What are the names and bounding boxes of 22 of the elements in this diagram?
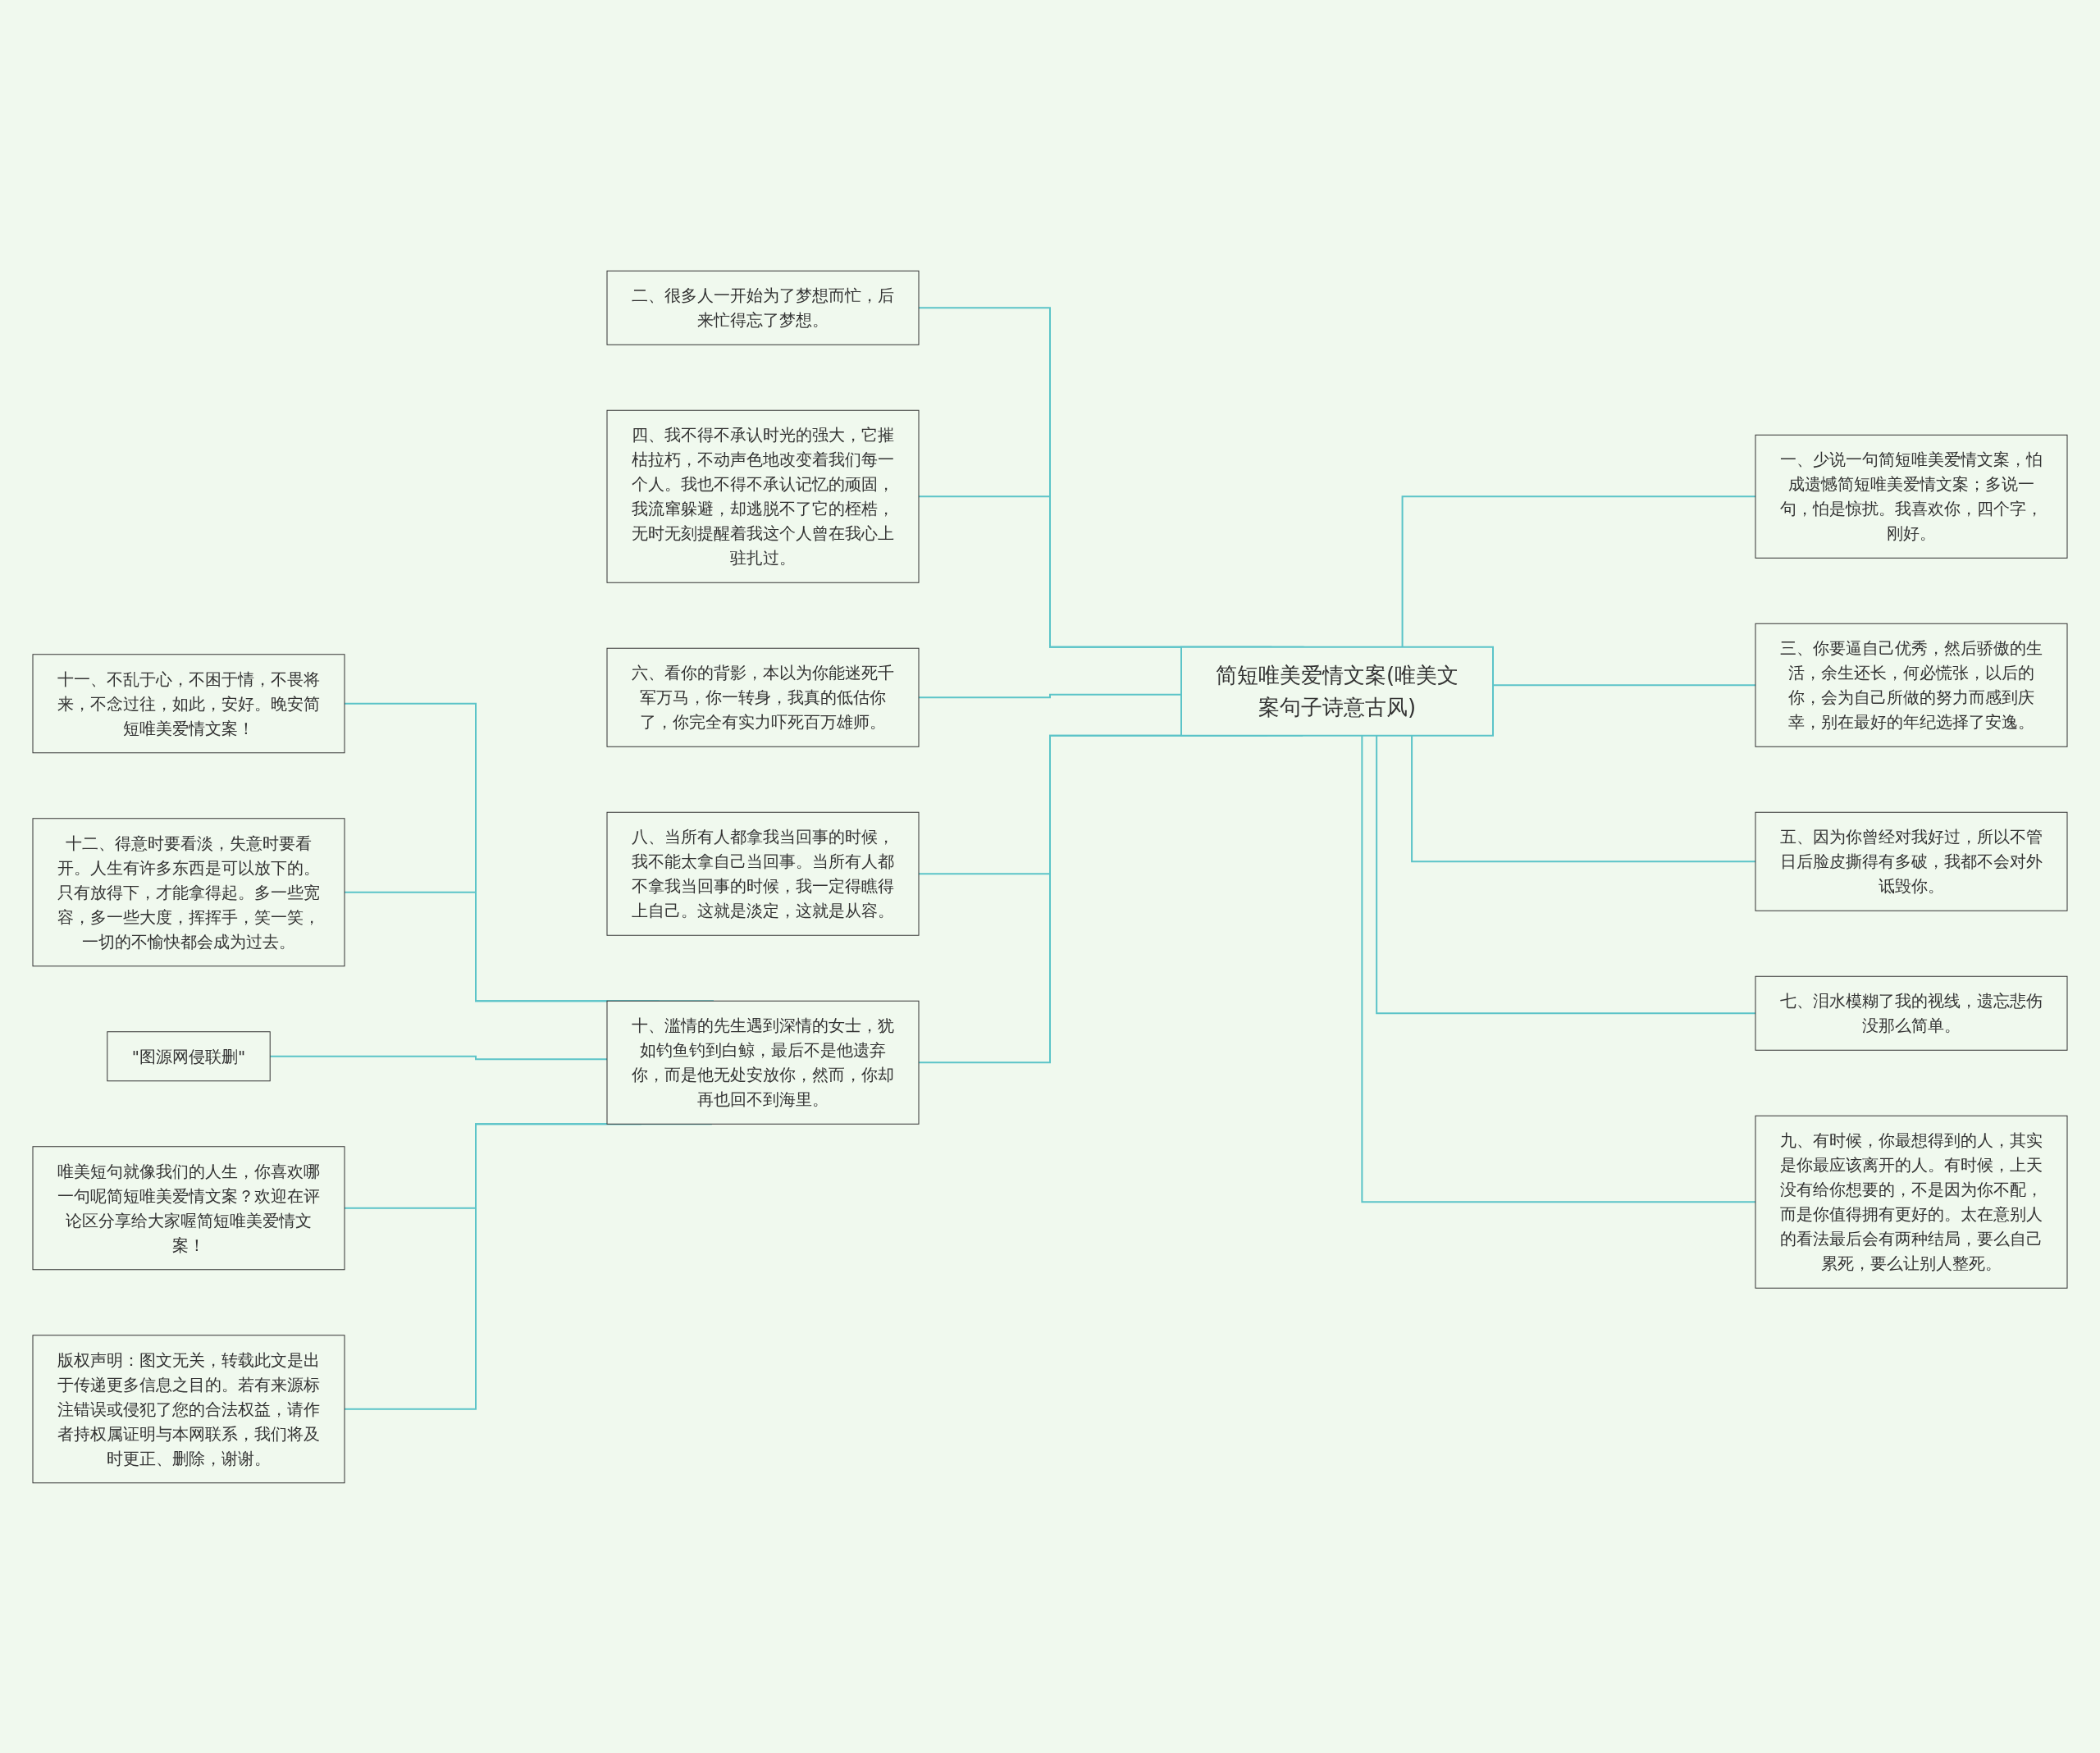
connector — [1411, 734, 1756, 862]
node-box: 版权声明：图文无关，转载此文是出于传递更多信息之目的。若有来源标注错误或侵犯了您的合法权益，请作者持权属证明与本网联系，我们将及时更正、删除，谢谢。 — [32, 1334, 345, 1483]
node-box: 二、很多人一开始为了梦想而忙，后来忙得忘了梦想。 — [606, 270, 920, 345]
node-box: 十二、得意时要看淡，失意时要看开。人生有许多东西是可以放下的。只有放得下，才能拿得起。多一些宽容，多一些大度，挥挥手，笑一笑，一切的不愉快都会成为过去。 — [32, 817, 345, 966]
node-box: 四、我不得不承认时光的强大，它摧枯拉朽，不动声色地改变着我们每一个人。我也不得不承认记忆的顽固，我流窜躲避，却逃脱不了它的桎梏，无时无刻提醒着我这个人曾在我心上驻扎过。 — [606, 409, 920, 583]
node-box: 五、因为你曾经对我好过，所以不管日后脸皮撕得有多破，我都不会对外诋毁你。 — [1755, 811, 2068, 911]
node-box: 十一、不乱于心，不困于情，不畏将来，不念过往，如此，安好。晚安简短唯美爱情文案！ — [32, 653, 345, 753]
node-box: 六、看你的背影，本以为你能迷死千军万马，你一转身，我真的低估你了，你完全有实力吓死百万雄师。 — [606, 647, 920, 747]
node-box: 九、有时候，你最想得到的人，其实是你最应该离开的人。有时候，上天没有给你想要的，不是因为你不配，而是你值得拥有更好的。太在意别人的看法最后会有两种结局，要么自己累死，要么让别人整死。 — [1755, 1115, 2068, 1289]
node-box: "图源网侵联删" — [107, 1030, 271, 1081]
connector — [269, 1055, 608, 1060]
node-box: 十、滥情的先生遇到深情的女士，犹如钓鱼钓到白鲸，最后不是他遗弃你，而是他无处安放你，然而，你却再也回不到海里。 — [606, 1000, 920, 1125]
node-box: 七、泪水模糊了我的视线，遗忘悲伤没那么简单。 — [1755, 975, 2068, 1051]
node-box: 唯美短句就像我们的人生，你喜欢哪一句呢简短唯美爱情文案？欢迎在评论区分享给大家喔简短唯美爱情文案！ — [32, 1145, 345, 1270]
node-box: 一、少说一句简短唯美爱情文案，怕成遗憾简短唯美爱情文案；多说一句，怕是惊扰。我喜欢你，四个字，刚好。 — [1755, 434, 2068, 559]
node-box: 八、当所有人都拿我当回事的时候，我不能太拿自己当回事。当所有人都不拿我当回事的时候，我一定得瞧得上自己。这就是淡定，这就是从容。 — [606, 811, 920, 936]
node-box: 三、你要逼自己优秀，然后骄傲的生活，余生还长，何必慌张，以后的你，会为自己所做的努力而感到庆幸，别在最好的年纪选择了安逸。 — [1755, 623, 2068, 747]
connector — [918, 693, 1182, 698]
node-box: 简短唯美爱情文案(唯美文案句子诗意古风) — [1180, 646, 1494, 737]
connector — [1401, 495, 1756, 648]
connector — [1376, 734, 1756, 1014]
connector — [1361, 734, 1756, 1203]
